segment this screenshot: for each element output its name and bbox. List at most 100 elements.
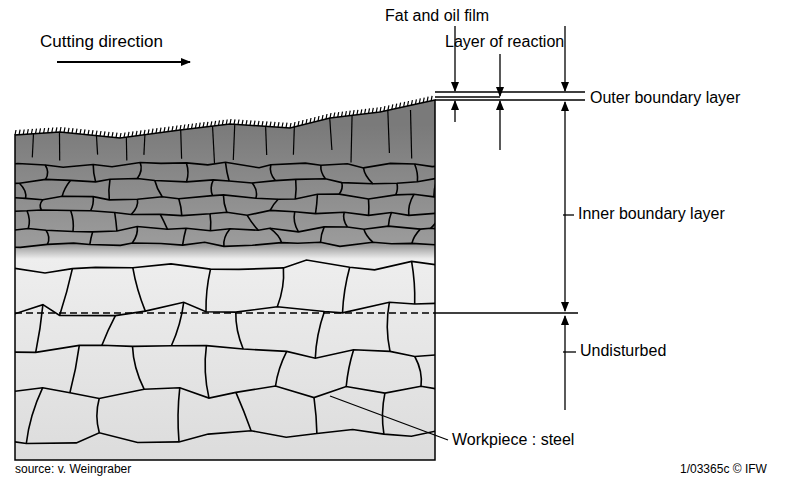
grain-boundary	[236, 312, 243, 349]
surface-tick	[230, 119, 231, 124]
surface-tick	[349, 111, 350, 116]
grain-boundary	[226, 162, 230, 181]
surface-tick	[282, 123, 283, 128]
surface-tick	[238, 120, 239, 125]
surface-tick	[180, 125, 181, 130]
surface-tick	[23, 130, 24, 135]
grain-boundary	[270, 199, 278, 210]
surface-tick	[192, 124, 193, 129]
surface-tick	[31, 129, 32, 134]
grain-boundary	[155, 181, 162, 197]
surface-tick	[392, 104, 393, 109]
grain-boundary	[431, 213, 440, 228]
surface-tick	[270, 122, 271, 127]
surface-tick	[250, 120, 251, 125]
grain-boundary	[62, 180, 70, 196]
surface-tick	[266, 121, 267, 126]
grain-boundary	[137, 163, 141, 179]
grain-boundary	[19, 183, 25, 198]
surface-tick	[140, 130, 141, 135]
surface-tick	[92, 130, 93, 135]
surface-tick	[116, 133, 117, 138]
grain-boundary	[315, 312, 324, 359]
surface-tick	[278, 122, 279, 127]
label: Inner boundary layer	[578, 205, 725, 223]
grain-boundary	[102, 316, 116, 346]
grain-boundary	[434, 178, 438, 197]
grain-boundary	[0, 266, 4, 318]
surface-tick	[15, 130, 16, 135]
grain-boundary	[126, 110, 127, 161]
grain-boundary	[0, 345, 450, 358]
grain-boundary	[97, 399, 99, 433]
grain-boundary	[0, 210, 466, 216]
surface-tick	[306, 119, 307, 124]
grain-boundary	[180, 110, 182, 159]
grain-boundary	[224, 229, 230, 247]
grain-boundary	[343, 267, 350, 313]
surface-tick	[76, 129, 77, 134]
surface-tick	[215, 121, 216, 126]
surface-tick	[322, 115, 323, 120]
grain-boundary	[183, 228, 187, 245]
grain-boundary	[346, 350, 353, 387]
surface-tick	[144, 130, 145, 135]
grain-boundary	[412, 261, 415, 304]
grain-boundary	[32, 110, 34, 157]
surface-tick	[334, 113, 335, 118]
label: Fat and oil film	[385, 7, 489, 25]
grain-boundary	[212, 110, 215, 163]
surface-tick	[100, 131, 101, 136]
surface-tick	[199, 123, 200, 128]
grain-boundary	[0, 386, 461, 399]
surface-tick	[372, 108, 373, 113]
surface-tick	[290, 123, 291, 128]
surface-tick	[203, 122, 204, 127]
surface-tick	[132, 131, 133, 136]
surface-tick	[294, 122, 295, 127]
grain-boundary	[4, 302, 452, 317]
surface-tick	[396, 104, 397, 109]
surface-tick	[400, 103, 401, 108]
surface-tick	[80, 129, 81, 134]
surface-tick	[427, 97, 428, 102]
surface-tick	[404, 102, 405, 107]
surface-tick	[48, 128, 49, 133]
grain-boundary	[294, 179, 296, 199]
surface-tick	[136, 131, 137, 136]
grain-boundary	[415, 357, 422, 387]
surface-tick	[411, 100, 412, 105]
surface-tick	[168, 127, 169, 132]
grain-boundary	[265, 110, 267, 155]
label: Layer of reaction	[445, 33, 564, 51]
grain-boundary	[321, 227, 325, 242]
direction-arrow	[57, 61, 190, 63]
surface-tick	[72, 128, 73, 133]
grain-boundary	[27, 211, 29, 229]
grain-boundary	[364, 168, 373, 184]
surface-tick	[160, 128, 161, 133]
grain-boundary	[0, 194, 454, 200]
grain-boundary	[60, 269, 73, 316]
workpiece-block	[15, 100, 435, 460]
label: Undisturbed	[580, 342, 666, 360]
surface-tick	[156, 128, 157, 133]
surface-tick	[234, 119, 235, 124]
surface-tick	[52, 128, 53, 133]
surface-tick	[353, 110, 354, 115]
grain-boundary	[351, 110, 352, 162]
surface-tick	[68, 128, 69, 133]
surface-tick	[108, 132, 109, 137]
grain-boundary	[236, 392, 251, 430]
grain-boundary	[36, 305, 43, 353]
surface-tick	[310, 118, 311, 123]
surface-tick	[326, 114, 327, 119]
surface-tick	[342, 112, 343, 117]
label: Outer boundary layer	[590, 89, 740, 107]
grain-boundary	[46, 230, 49, 244]
surface-tick	[219, 120, 220, 125]
dimension-lines	[330, 26, 585, 440]
grain-boundary	[115, 213, 117, 232]
grain-boundary	[178, 388, 180, 442]
